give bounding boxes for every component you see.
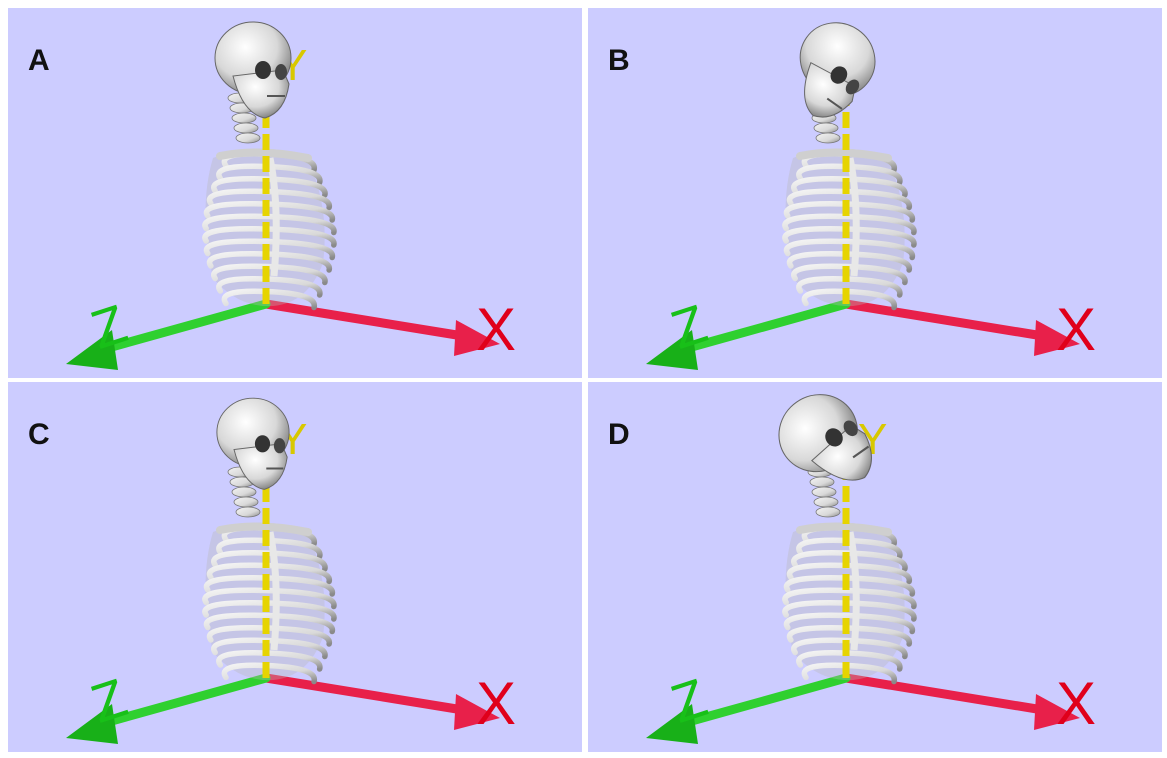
vertebra — [814, 123, 838, 133]
x-axis-shaft — [266, 678, 463, 710]
panel-label: C — [28, 420, 50, 450]
x-axis: X — [846, 670, 1096, 737]
eye-socket — [274, 438, 285, 453]
x-axis-shaft — [266, 304, 463, 336]
scene-3d: XZY — [8, 382, 582, 752]
panel-label: A — [28, 46, 50, 76]
vertebra — [234, 123, 258, 133]
eye-socket — [275, 64, 287, 80]
vertebra — [236, 133, 260, 143]
z-axis-shaft — [108, 304, 266, 348]
x-axis-label: X — [476, 296, 516, 363]
z-axis: Z — [646, 293, 846, 370]
vertebra — [234, 497, 258, 507]
x-axis: X — [266, 296, 516, 363]
eye-socket — [255, 435, 270, 452]
vertebra — [236, 507, 260, 517]
z-axis: Z — [66, 293, 266, 370]
scene-3d: XZ — [588, 8, 1162, 378]
vertebra — [232, 487, 256, 497]
vertebra — [810, 477, 834, 487]
vertebra — [816, 507, 840, 517]
panel-label: B — [608, 46, 630, 76]
x-axis: X — [266, 670, 516, 737]
skull — [772, 8, 889, 130]
x-axis-label: X — [1056, 296, 1096, 363]
scene-3d: XZY — [588, 382, 1162, 752]
scene-3d: XZY — [8, 8, 582, 378]
eye-socket — [255, 61, 271, 79]
z-axis: Z — [66, 667, 266, 744]
z-axis-shaft — [688, 304, 846, 348]
skull — [215, 22, 291, 118]
x-axis-shaft — [846, 304, 1043, 336]
skull — [217, 398, 289, 489]
vertebra — [812, 487, 836, 497]
z-axis-shaft — [108, 678, 266, 722]
x-axis-label: X — [476, 670, 516, 737]
x-axis-shaft — [846, 678, 1043, 710]
vertebra — [816, 133, 840, 143]
vertebra — [232, 113, 256, 123]
z-axis-shaft — [688, 678, 846, 722]
vertebra — [814, 497, 838, 507]
z-axis: Z — [646, 667, 846, 744]
x-axis-label: X — [1056, 670, 1096, 737]
x-axis: X — [846, 296, 1096, 363]
panel-label: D — [608, 420, 630, 450]
